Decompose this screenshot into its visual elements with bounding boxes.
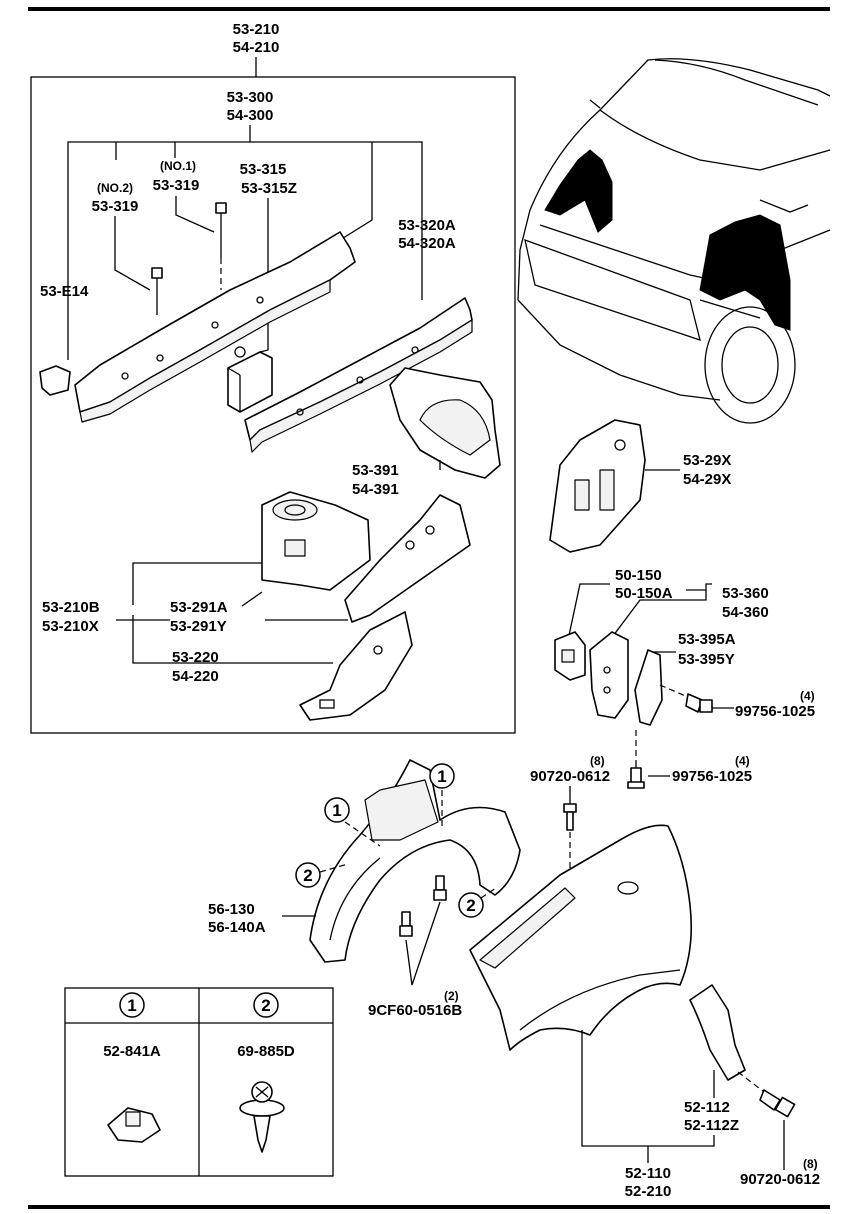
label-53-291a: 53-291A bbox=[170, 599, 228, 616]
bracket-53-360 bbox=[589, 631, 629, 719]
screw-90720-0612-b bbox=[737, 1071, 796, 1170]
bottom-rule bbox=[28, 1205, 830, 1209]
label-56-130: 56-130 bbox=[208, 901, 255, 918]
panel-53-220 bbox=[299, 611, 413, 721]
member-53-315 bbox=[227, 351, 273, 413]
legend-header-1: 1 bbox=[119, 992, 145, 1018]
top-rule bbox=[28, 7, 830, 11]
screw-90720-0612-a bbox=[563, 786, 577, 872]
label-53-e14: 53-E14 bbox=[40, 283, 89, 300]
bracket-53-395a bbox=[634, 649, 663, 762]
label-56-140a: 56-140A bbox=[208, 919, 266, 936]
label-qty-9cf60: (2) bbox=[444, 989, 459, 1003]
callout-1-left: 1 bbox=[324, 797, 381, 847]
label-53-291y: 53-291Y bbox=[170, 618, 227, 635]
label-50-150a: 50-150A bbox=[615, 585, 673, 602]
label-53-315z: 53-315Z bbox=[241, 180, 297, 197]
svg-text:2: 2 bbox=[303, 866, 312, 885]
suspension-housing-53-291a bbox=[261, 491, 371, 591]
label-90720-0612-a: 90720-0612 bbox=[530, 768, 610, 785]
callout-2-right: 2 bbox=[458, 887, 497, 918]
clip-9cf60-b bbox=[433, 875, 447, 901]
label-52-112: 52-112 bbox=[684, 1099, 730, 1116]
label-54-320a: 54-320A bbox=[398, 235, 456, 252]
label-52-210: 52-210 bbox=[625, 1183, 672, 1200]
svg-text:2: 2 bbox=[261, 996, 270, 1015]
label-54-220: 54-220 bbox=[172, 668, 219, 685]
push-clip-69-885d bbox=[239, 1081, 285, 1153]
label-54-300: 54-300 bbox=[227, 107, 274, 124]
panel-53-291a bbox=[344, 494, 471, 623]
fender-liner-56-130 bbox=[309, 759, 521, 963]
label-53-220: 53-220 bbox=[172, 649, 219, 666]
bracket-53-e14 bbox=[39, 365, 71, 396]
clip-9cf60-a bbox=[399, 911, 413, 937]
wheel-apron-53-391 bbox=[389, 367, 501, 479]
label-53-210x: 53-210X bbox=[42, 618, 99, 635]
label-no2-53-319: 53-319 bbox=[92, 198, 139, 215]
label-99756-1025-b: 99756-1025 bbox=[672, 768, 752, 785]
svg-text:2: 2 bbox=[466, 896, 475, 915]
label-53-360: 53-360 bbox=[722, 585, 769, 602]
label-53-300: 53-300 bbox=[227, 89, 274, 106]
label-53-391: 53-391 bbox=[352, 462, 399, 479]
svg-text:1: 1 bbox=[437, 767, 446, 786]
bolt-99756-1025-a bbox=[659, 684, 713, 713]
front-frame-rail-right bbox=[244, 297, 473, 453]
nut-clip-52-841a bbox=[107, 1107, 161, 1143]
callout-2-left: 2 bbox=[295, 862, 349, 888]
legend-header-2: 2 bbox=[253, 992, 279, 1018]
bolt-53-319-no2 bbox=[151, 267, 163, 315]
label-53-210: 53-210 bbox=[233, 21, 280, 38]
legend-table bbox=[64, 987, 334, 1177]
label-53-29x: 53-29X bbox=[683, 452, 731, 469]
mudguard-52-112 bbox=[689, 984, 746, 1081]
bolt-99756-1025-b bbox=[627, 762, 645, 789]
label-qty-99756-a: (4) bbox=[800, 689, 815, 703]
label-9cf60-0516b: 9CF60-0516B bbox=[368, 1002, 462, 1019]
label-50-150: 50-150 bbox=[615, 567, 662, 584]
label-qty-90720-b: (8) bbox=[803, 1157, 818, 1171]
label-53-395y: 53-395Y bbox=[678, 651, 735, 668]
label-53-320a: 53-320A bbox=[398, 217, 456, 234]
label-52-110: 52-110 bbox=[625, 1165, 671, 1182]
label-54-29x: 54-29X bbox=[683, 471, 731, 488]
label-52-112z: 52-112Z bbox=[684, 1117, 739, 1134]
vehicle-illustration bbox=[517, 58, 831, 424]
label-54-391: 54-391 bbox=[352, 481, 399, 498]
label-53-395a: 53-395A bbox=[678, 631, 736, 648]
label-90720-0612-b: 90720-0612 bbox=[740, 1171, 820, 1188]
label-54-360: 54-360 bbox=[722, 604, 769, 621]
front-frame-rail-left bbox=[74, 231, 356, 423]
label-no1-53-319: 53-319 bbox=[153, 177, 200, 194]
legend-part-52-841a: 52-841A bbox=[103, 1043, 161, 1060]
label-qty-90720-a: (8) bbox=[590, 754, 605, 768]
label-53-315: 53-315 bbox=[240, 161, 287, 178]
label-qty-99756-b: (4) bbox=[735, 754, 750, 768]
label-99756-1025-a: 99756-1025 bbox=[735, 703, 815, 720]
bracket-50-150 bbox=[554, 631, 586, 681]
legend-part-69-885d: 69-885D bbox=[237, 1043, 295, 1060]
label-no1-note: (NO.1) bbox=[160, 159, 196, 173]
bolt-53-319-no1 bbox=[215, 202, 227, 290]
svg-text:1: 1 bbox=[332, 801, 341, 820]
callout-1-top: 1 bbox=[429, 763, 455, 830]
front-frame-group-box bbox=[30, 76, 516, 734]
label-54-210: 54-210 bbox=[233, 39, 280, 56]
label-no2-note: (NO.2) bbox=[97, 181, 133, 195]
svg-text:1: 1 bbox=[127, 996, 136, 1015]
label-53-210b: 53-210B bbox=[42, 599, 100, 616]
front-fender-52-110 bbox=[469, 824, 693, 1051]
apron-panel-53-29x bbox=[549, 419, 646, 553]
